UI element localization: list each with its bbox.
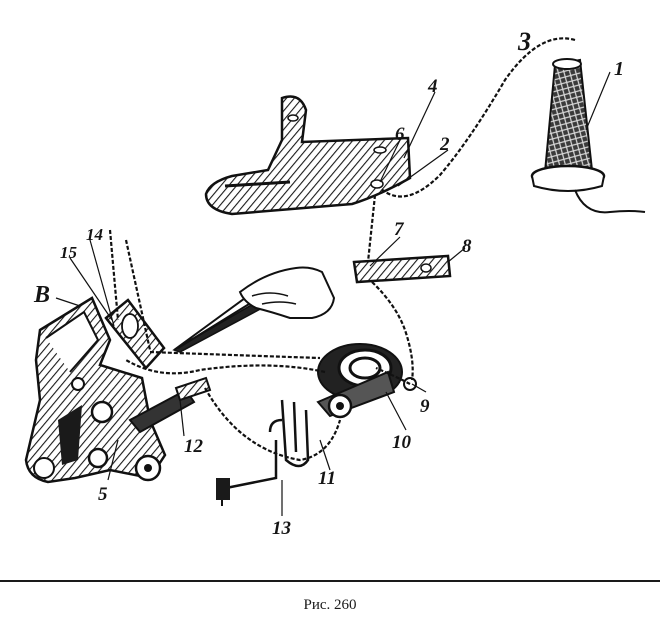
label-2: 2 — [439, 134, 450, 155]
label-13: 13 — [272, 518, 291, 539]
thread-spool — [530, 58, 646, 214]
leader-lines — [55, 71, 611, 516]
label-7: 7 — [394, 219, 405, 240]
tension-assembly — [316, 343, 417, 419]
label-B: В — [33, 282, 50, 308]
threading-diagram: 1 2 3 4 5 6 7 8 9 10 11 12 13 14 15 В — [24, 27, 646, 539]
caption-rule — [0, 580, 660, 582]
hand — [238, 266, 336, 319]
label-15: 15 — [60, 243, 78, 262]
thread-path — [108, 37, 576, 462]
label-1: 1 — [614, 58, 624, 80]
figure-caption: Рис. 260 — [303, 597, 357, 613]
label-3: 3 — [517, 27, 531, 56]
label-14: 14 — [86, 225, 103, 244]
take-up-mechanism — [24, 296, 212, 484]
label-10: 10 — [392, 432, 412, 453]
label-9: 9 — [420, 396, 430, 417]
label-6: 6 — [395, 124, 405, 145]
take-up-lever — [104, 298, 166, 370]
thread-guide-bar — [352, 254, 452, 284]
adjusting-screw — [216, 440, 278, 506]
label-4: 4 — [427, 76, 438, 97]
spool-stand-plate — [204, 95, 412, 216]
label-12: 12 — [184, 436, 204, 457]
thread-guide-wire — [268, 399, 310, 468]
label-8: 8 — [462, 236, 472, 257]
label-11: 11 — [318, 468, 336, 489]
label-5: 5 — [98, 484, 108, 505]
